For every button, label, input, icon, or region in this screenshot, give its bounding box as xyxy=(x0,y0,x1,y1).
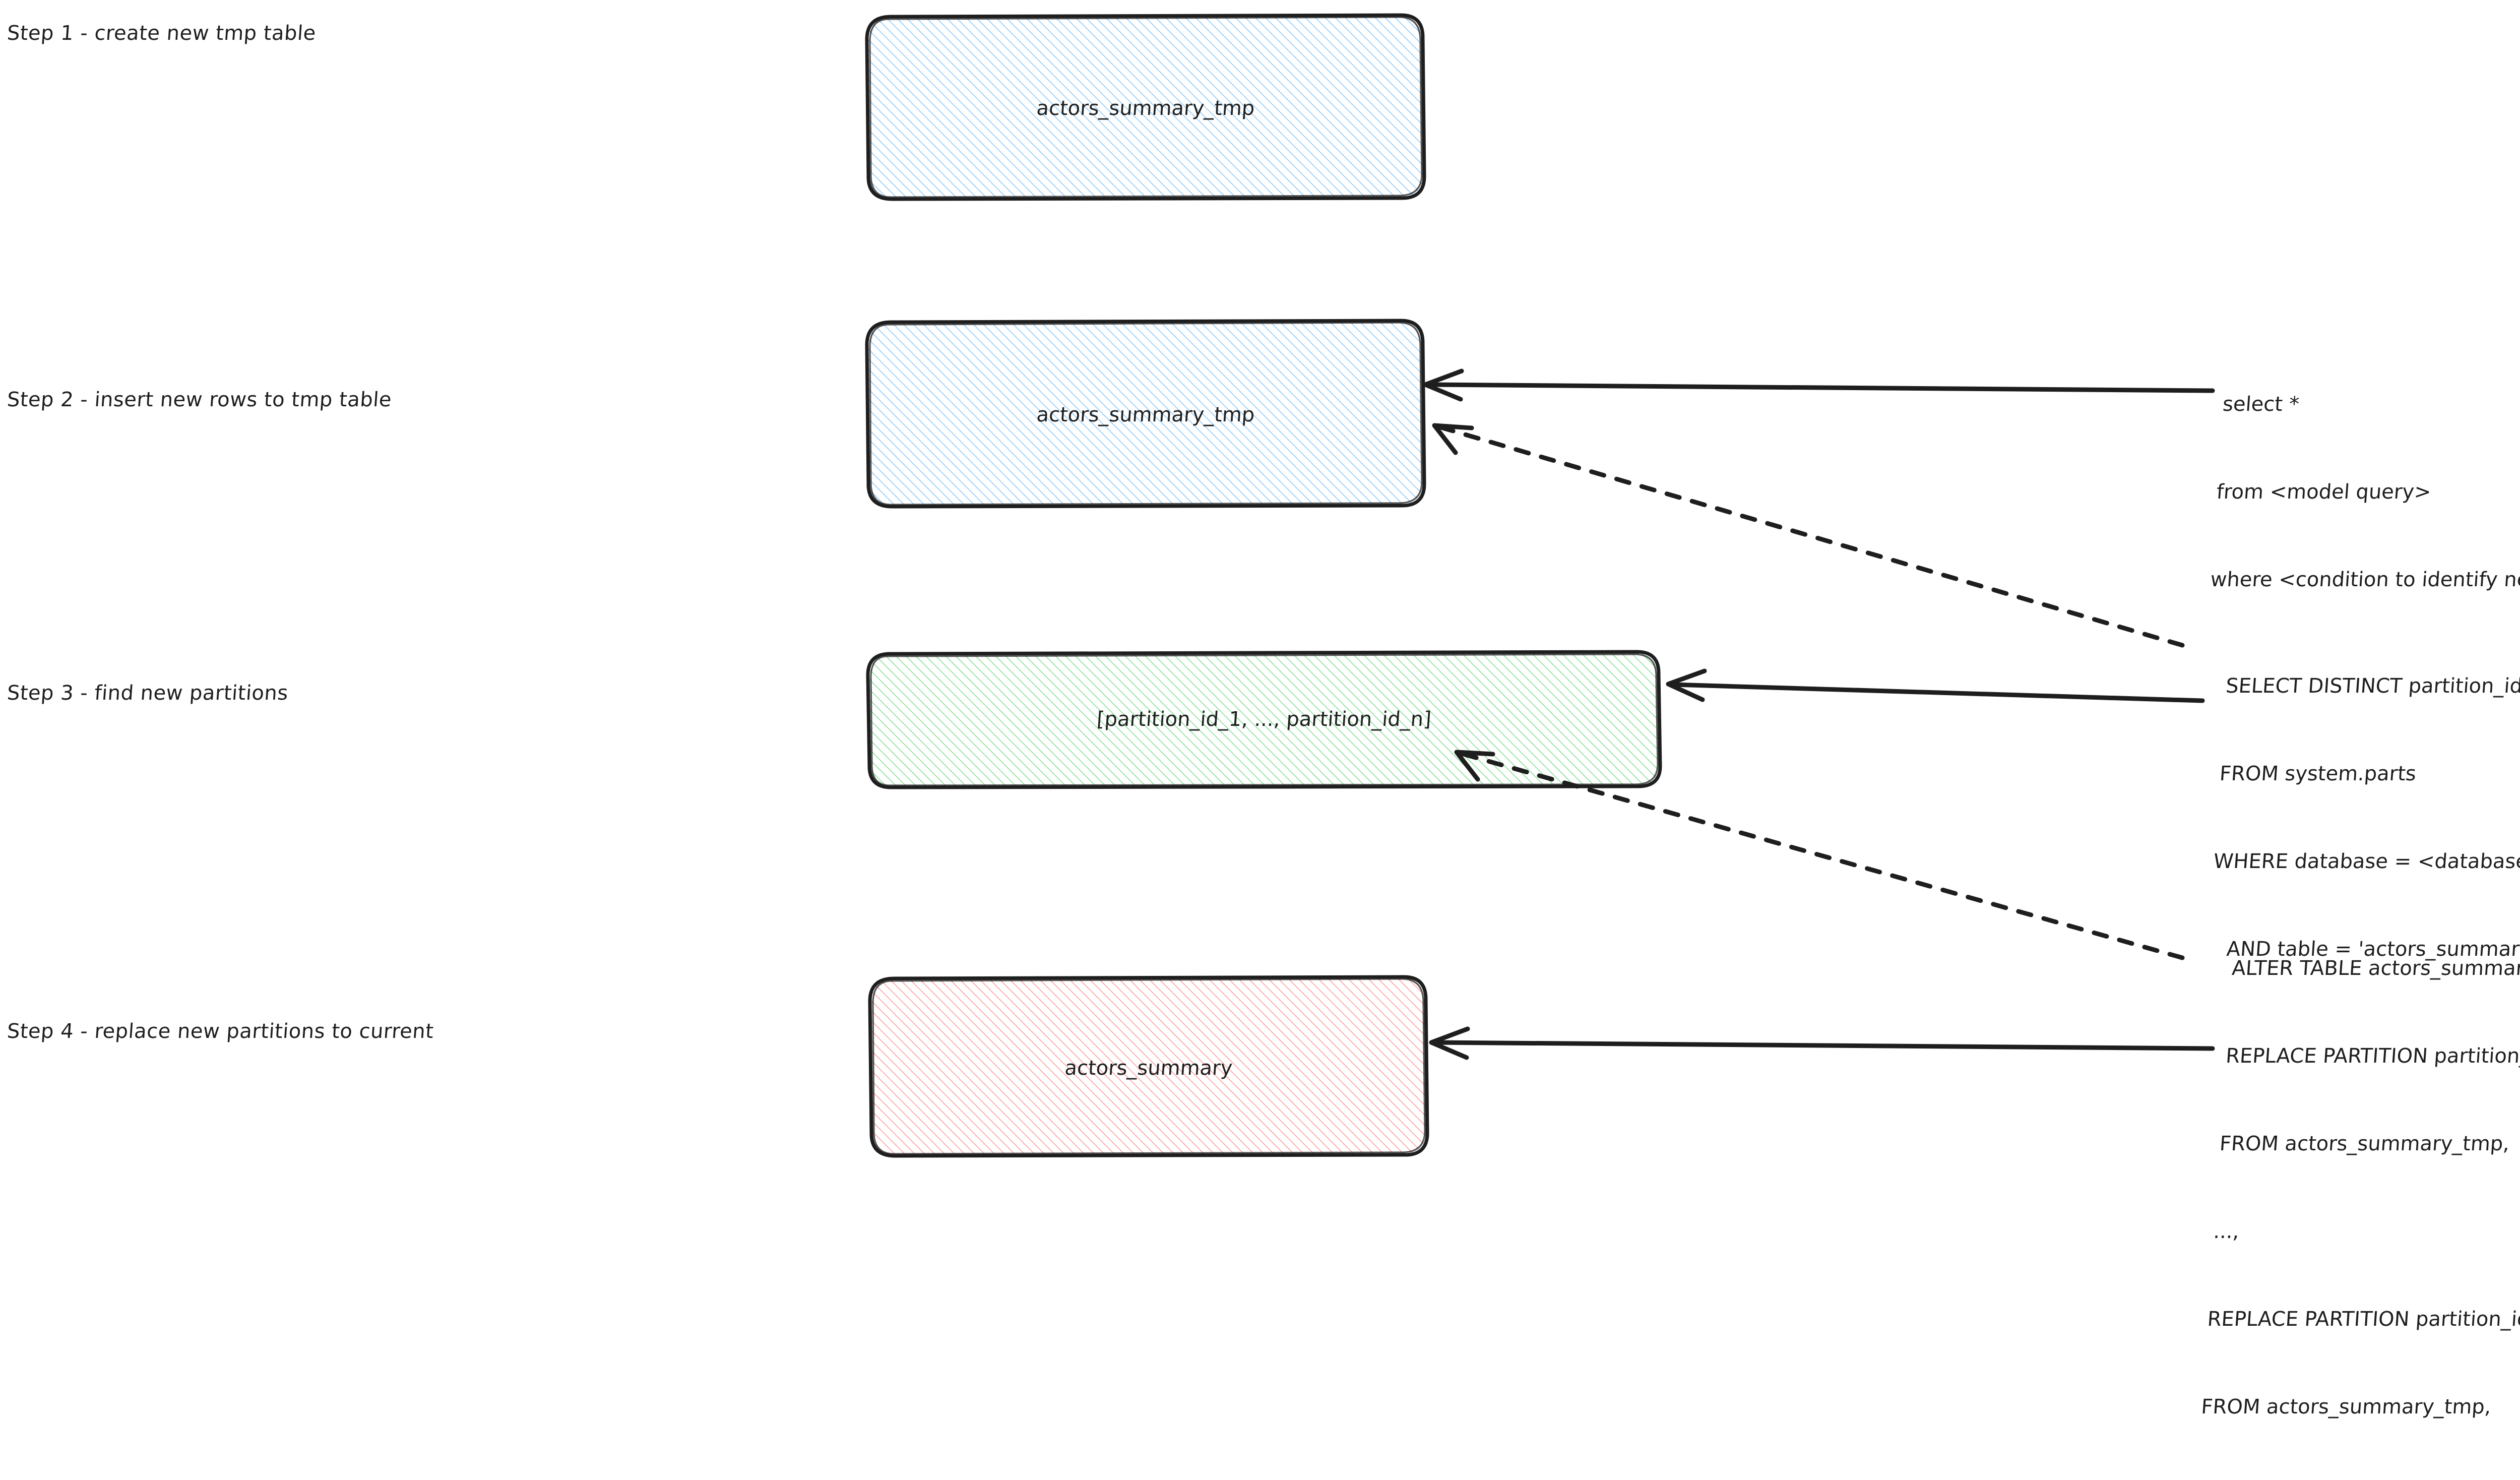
step-label-2: Step 2 - insert new rows to tmp table xyxy=(6,388,393,411)
node-label-tmp-table-step2: actors_summary_tmp xyxy=(1036,403,1255,426)
arrow-sql-insert-to-tmp-table xyxy=(1423,368,2215,402)
step-label-1: Step 1 - create new tmp table xyxy=(6,22,317,45)
step-label-4: Step 4 - replace new partitions to curre… xyxy=(6,1020,435,1043)
step-label-3: Step 3 - find new partitions xyxy=(6,682,289,705)
sql-line: ..., xyxy=(2213,1220,2240,1243)
sql-line: ALTER TABLE actors_summary xyxy=(2231,957,2520,980)
sql-line: REPLACE PARTITION partition_id_1 xyxy=(2225,1044,2520,1068)
sql-line: where <condition to identify new> xyxy=(2210,568,2520,591)
sql-line: WHERE database = <database> xyxy=(2213,850,2520,873)
sql-line: SELECT DISTINCT partition_id xyxy=(2225,674,2520,698)
node-label-partition-list: [partition_id_1, ..., partition_id_n] xyxy=(1096,708,1432,731)
arrow-tmp-table-to-sql-find-partitions xyxy=(1432,423,2185,648)
sql-line: select * xyxy=(2222,393,2300,416)
arrow-sql-find-partitions-to-partition-list xyxy=(1666,668,2205,703)
sql-line: FROM actors_summary_tmp, xyxy=(2219,1132,2510,1155)
node-actors-summary[interactable] xyxy=(868,975,1429,1158)
node-label-actors-summary: actors_summary xyxy=(1064,1057,1233,1080)
diagram-vector-layer xyxy=(865,13,2215,1158)
sql-line: FROM actors_summary_tmp, xyxy=(2200,1395,2492,1419)
sql-line: from <model query> xyxy=(2216,480,2432,504)
sql-line: FROM system.parts xyxy=(2219,762,2417,785)
node-tmp-table-step2[interactable] xyxy=(865,319,1426,509)
arrow-sql-replace-to-actors-summary xyxy=(1429,1026,2215,1060)
sql-line: REPLACE PARTITION partition_id_n xyxy=(2207,1308,2520,1331)
diagram-canvas: Step 1 - create new tmp table Step 2 - i… xyxy=(6,13,2520,1419)
sql-block-replace-partitions: ALTER TABLE actors_summary REPLACE PARTI… xyxy=(2196,895,2520,1480)
sql-block-insert-new-rows: select * from <model query> where <condi… xyxy=(2206,331,2520,653)
node-label-tmp-table-step1: actors_summary_tmp xyxy=(1036,97,1255,120)
node-tmp-table-step1[interactable] xyxy=(865,13,1426,201)
arrow-partition-list-to-sql-replace xyxy=(1454,750,2185,960)
